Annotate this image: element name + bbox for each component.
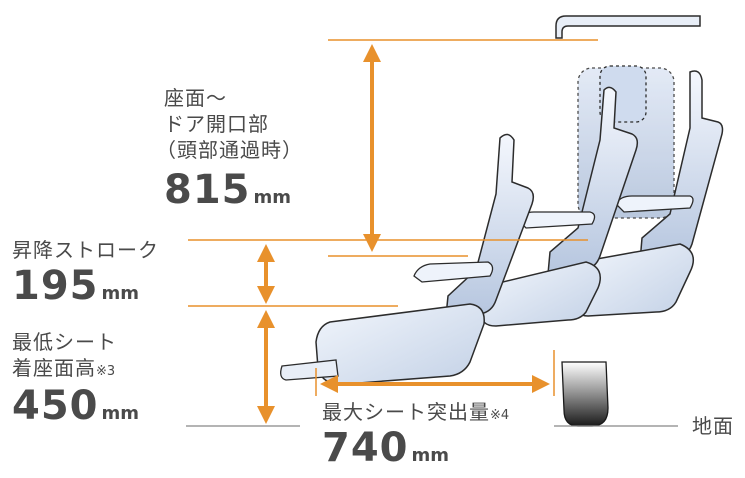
value-815-unit: mm <box>253 187 292 208</box>
arrow-450-head-top <box>257 310 275 328</box>
value-450-unit: mm <box>101 403 140 424</box>
door-opening-frame <box>555 15 701 39</box>
seat-position-3 <box>481 86 639 327</box>
value-450-number: 450 <box>12 383 99 429</box>
value-195-unit: mm <box>101 283 140 304</box>
arrow-815-head-top <box>363 44 381 62</box>
label-max-extension: 最大シート突出量※4 <box>322 400 509 428</box>
label-max-extension-main: 最大シート突出量 <box>322 400 490 424</box>
arrow-815-head-bottom <box>363 234 381 252</box>
seat-position-1 <box>280 303 485 385</box>
label-max-extension-note: ※4 <box>490 408 510 423</box>
label-min-seat-note: ※3 <box>96 364 116 379</box>
arrow-195-head-top <box>257 244 275 262</box>
label-seat-to-door-line2: ドア開口部 <box>164 112 269 136</box>
value-195-number: 195 <box>12 263 99 309</box>
arrow-195-head-bottom <box>257 286 275 304</box>
arrow-740-head-left <box>320 375 338 393</box>
label-seat-to-door-line1: 座面～ <box>164 86 227 110</box>
label-seat-to-door-line3: （頭部通過時） <box>156 138 303 162</box>
arrow-740-head-right <box>532 375 550 393</box>
value-815-number: 815 <box>164 167 251 213</box>
label-lift-stroke: 昇降ストローク <box>12 238 159 262</box>
value-740-unit: mm <box>411 445 450 466</box>
label-min-seat-line2: 着座面高※3 <box>12 356 115 384</box>
arrow-450-head-bottom <box>257 406 275 424</box>
value-740-number: 740 <box>322 425 409 471</box>
label-ground: 地面 <box>692 414 734 438</box>
label-min-seat-line2-main: 着座面高 <box>12 356 96 380</box>
wheel-tire <box>561 361 609 427</box>
label-min-seat-line1: 最低シート <box>12 330 117 354</box>
